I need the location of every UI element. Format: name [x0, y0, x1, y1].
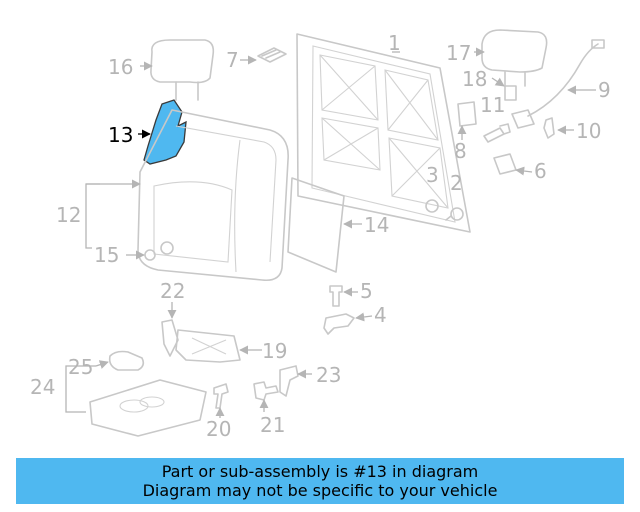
callout-9: 9: [598, 78, 611, 102]
callout-18: 18: [462, 67, 487, 91]
callout-1: 1: [388, 31, 401, 55]
callout-4: 4: [374, 303, 387, 327]
latch-part-10: [543, 117, 555, 139]
callout-3: 3: [426, 163, 439, 187]
bracket-part-23: [279, 365, 299, 397]
headrest-right-part-17: [481, 29, 548, 87]
pad-part-14: [287, 177, 345, 273]
seatback-frame-part-1: [296, 33, 471, 233]
cupholder-part-25: [108, 350, 145, 371]
bracket-part-4: [323, 313, 355, 335]
callout-20: 20: [206, 417, 231, 441]
callout-2: 2: [450, 171, 463, 195]
bolt-part-11: [483, 123, 511, 143]
callout-24: 24: [30, 375, 55, 399]
callout-13: 13: [108, 123, 133, 147]
callout-5: 5: [360, 279, 373, 303]
highlighted-part-13: [143, 99, 187, 165]
hinge-part-19: [175, 329, 241, 363]
callout-16: 16: [108, 55, 133, 79]
info-banner: Part or sub-assembly is #13 in diagram D…: [16, 458, 624, 504]
bolt-part-21: [253, 381, 279, 401]
bolt-part-5: [329, 285, 343, 307]
callout-11: 11: [480, 93, 505, 117]
seatback-cushion-part-12: [137, 109, 289, 282]
callout-12: 12: [56, 203, 81, 227]
callout-23: 23: [316, 363, 341, 387]
armrest-part-24: [89, 379, 207, 437]
callout-labels: 1 2 3 4 5 6 7 8 9 10 11 12 13 14 15 16 1…: [30, 31, 611, 441]
bolt-part-20: [213, 383, 229, 409]
callout-19: 19: [262, 339, 287, 363]
bolt-part-2: [445, 207, 464, 221]
nut-part-3: [425, 199, 439, 213]
cable-part-9: [527, 39, 605, 117]
callout-8: 8: [454, 139, 467, 163]
callout-7: 7: [226, 48, 239, 72]
callout-6: 6: [534, 159, 547, 183]
guide-part-7: [257, 47, 287, 63]
leader-lines: [65, 47, 596, 418]
callout-15: 15: [94, 243, 119, 267]
bolt-part-15: [144, 241, 174, 261]
banner-line-part-number: Part or sub-assembly is #13 in diagram: [161, 462, 479, 481]
bracket-part-8: [457, 101, 477, 127]
banner-line-disclaimer: Diagram may not be specific to your vehi…: [142, 481, 498, 500]
headrest-left-part-16: [150, 39, 215, 101]
callout-10: 10: [576, 119, 601, 143]
callout-22: 22: [160, 279, 185, 303]
bracket-part-22: [161, 319, 179, 357]
clip-part-18: [504, 85, 517, 101]
bracket-part-11b: [511, 109, 535, 129]
callout-21: 21: [260, 413, 285, 437]
callout-14: 14: [364, 213, 389, 237]
cover-part-6: [493, 153, 517, 175]
callout-17: 17: [446, 41, 471, 65]
callout-25: 25: [68, 355, 93, 379]
